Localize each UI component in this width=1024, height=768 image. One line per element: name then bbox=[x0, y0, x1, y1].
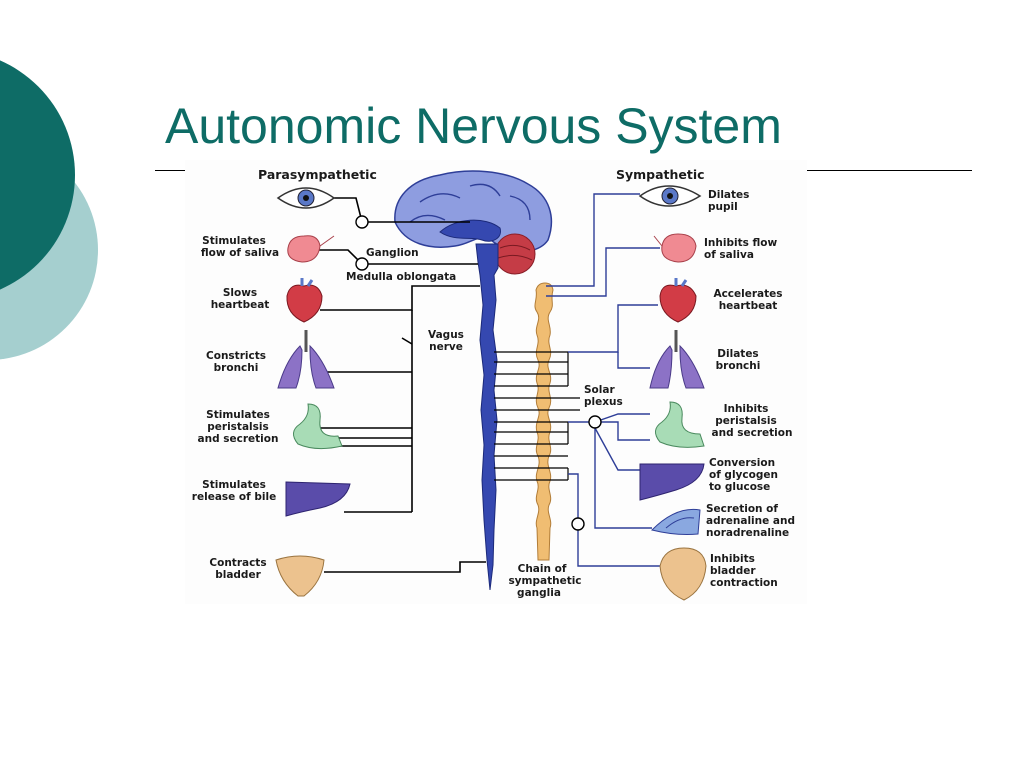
liver-icon bbox=[639, 463, 705, 501]
spinal-cord bbox=[475, 243, 499, 591]
heart-icon bbox=[659, 278, 697, 323]
bladder-icon bbox=[275, 555, 325, 597]
lungs-icon bbox=[649, 330, 705, 389]
dark-teal-circle bbox=[0, 60, 75, 290]
ganglion-label: Ganglion bbox=[366, 247, 419, 259]
parasympathetic-header: Parasympathetic bbox=[258, 167, 377, 182]
liver-icon bbox=[285, 481, 351, 517]
ganglion-circle-eye bbox=[355, 215, 369, 229]
sympathetic-pathways bbox=[546, 193, 660, 567]
cerebellum-icon bbox=[494, 233, 536, 275]
heart-icon bbox=[286, 278, 323, 323]
eye-icon bbox=[638, 185, 702, 207]
cord-chain-connectors bbox=[494, 351, 580, 481]
brain-icon bbox=[394, 170, 553, 275]
stomach-icon bbox=[293, 403, 343, 450]
title-rule-left bbox=[155, 170, 188, 171]
bladder-icon bbox=[659, 547, 707, 601]
salivary-gland-icon bbox=[287, 235, 335, 263]
autonomic-nervous-system-diagram: Parasympathetic Sympathetic bbox=[185, 160, 807, 604]
stomach-icon bbox=[655, 401, 705, 448]
title-rule-right bbox=[807, 170, 972, 171]
eye-icon bbox=[276, 187, 336, 209]
sympathetic-header: Sympathetic bbox=[616, 167, 705, 182]
slide-title: Autonomic Nervous System bbox=[165, 98, 782, 154]
lungs-icon bbox=[277, 330, 335, 389]
bladder-ganglion bbox=[571, 517, 585, 531]
ganglion-circle-saliva bbox=[355, 257, 369, 271]
medulla-label: Medulla oblongata bbox=[346, 271, 456, 283]
salivary-gland-icon bbox=[653, 233, 697, 263]
adrenal-gland-icon bbox=[651, 508, 701, 535]
solar-plexus-ganglion bbox=[588, 415, 602, 429]
